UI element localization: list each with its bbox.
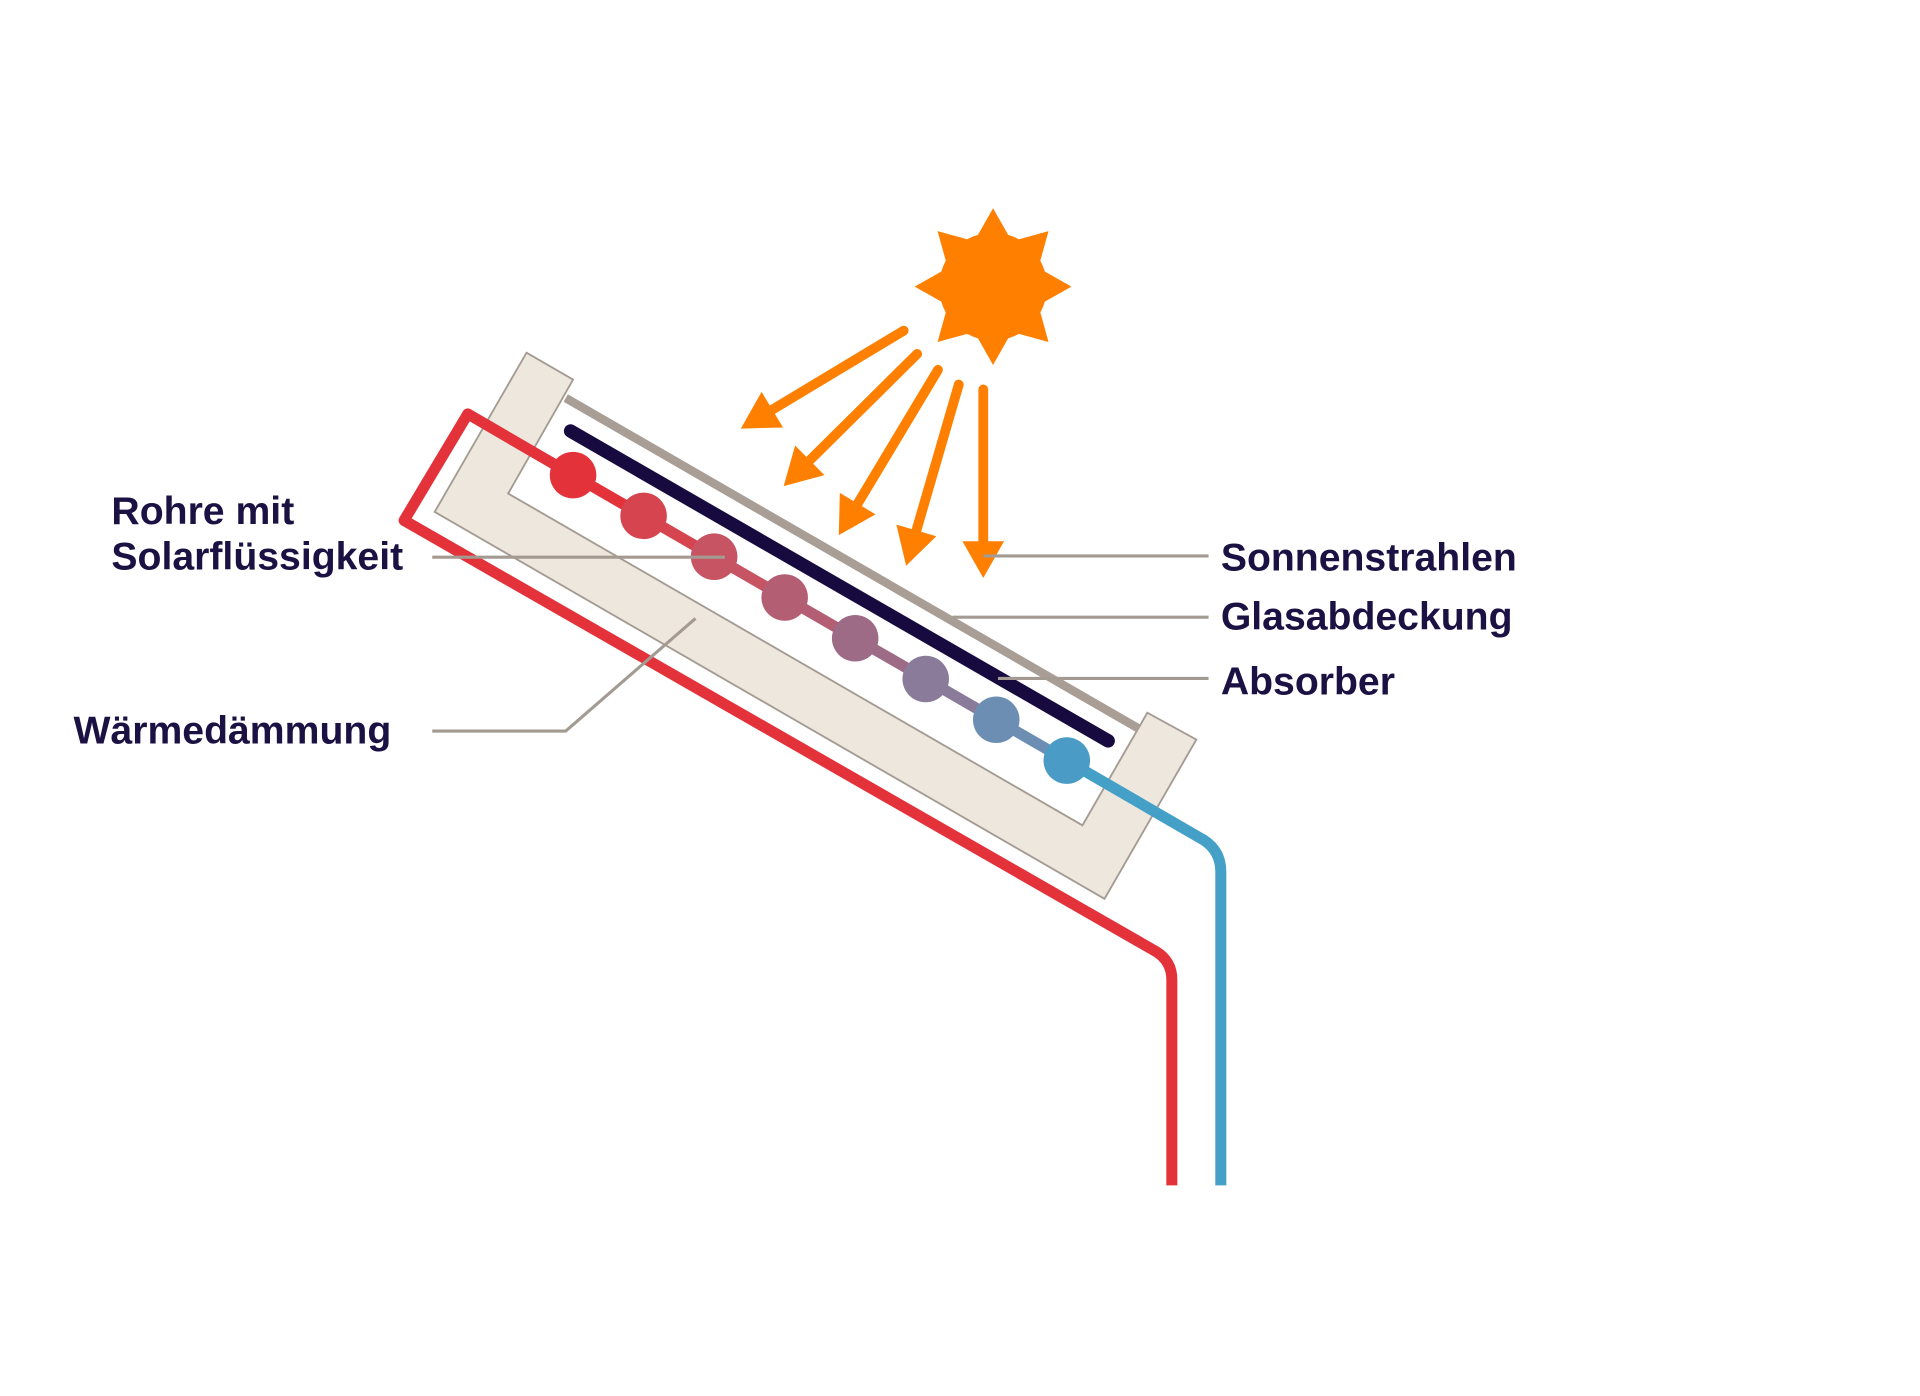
- arrow-head-icon: [896, 524, 937, 566]
- sun-icon: [914, 208, 1072, 365]
- leader-insulation: [432, 617, 697, 733]
- label-insulation: Wärmedämmung: [73, 709, 391, 752]
- sun-ray-arrow: [804, 349, 923, 466]
- fluid-tube: [549, 451, 1091, 784]
- cold-pipe: [1063, 755, 1227, 1186]
- glass-cover: [563, 394, 1141, 733]
- label-pipes-line1: Rohre mit: [111, 490, 294, 533]
- fluid-tube-section: [549, 451, 597, 499]
- absorber-plate: [563, 424, 1115, 748]
- label-glass-cover: Glasabdeckung: [1221, 595, 1513, 638]
- sun-ray-arrow: [911, 379, 964, 536]
- arrow-head-icon: [783, 445, 825, 487]
- fluid-tube-section: [972, 696, 1020, 744]
- fluid-tube-section: [620, 492, 667, 540]
- label-sun-rays: Sonnenstrahlen: [1221, 537, 1517, 580]
- arrow-head-icon: [838, 492, 876, 536]
- fluid-tube-section: [902, 655, 949, 703]
- fluid-tube-section: [1043, 737, 1091, 784]
- sun-ray-arrow: [852, 364, 943, 509]
- label-absorber: Absorber: [1221, 660, 1395, 703]
- label-pipes-line2: Solarflüssigkeit: [111, 535, 403, 578]
- fluid-tube-section: [831, 614, 879, 662]
- hot-pipe: [398, 408, 1178, 1186]
- arrow-head-icon: [740, 391, 784, 429]
- fluid-tube-section: [761, 574, 808, 621]
- sun-ray-arrows: [740, 325, 1005, 578]
- arrow-head-icon: [962, 541, 1005, 578]
- sun-ray-arrow: [767, 325, 909, 415]
- insulation-housing: [433, 351, 1198, 901]
